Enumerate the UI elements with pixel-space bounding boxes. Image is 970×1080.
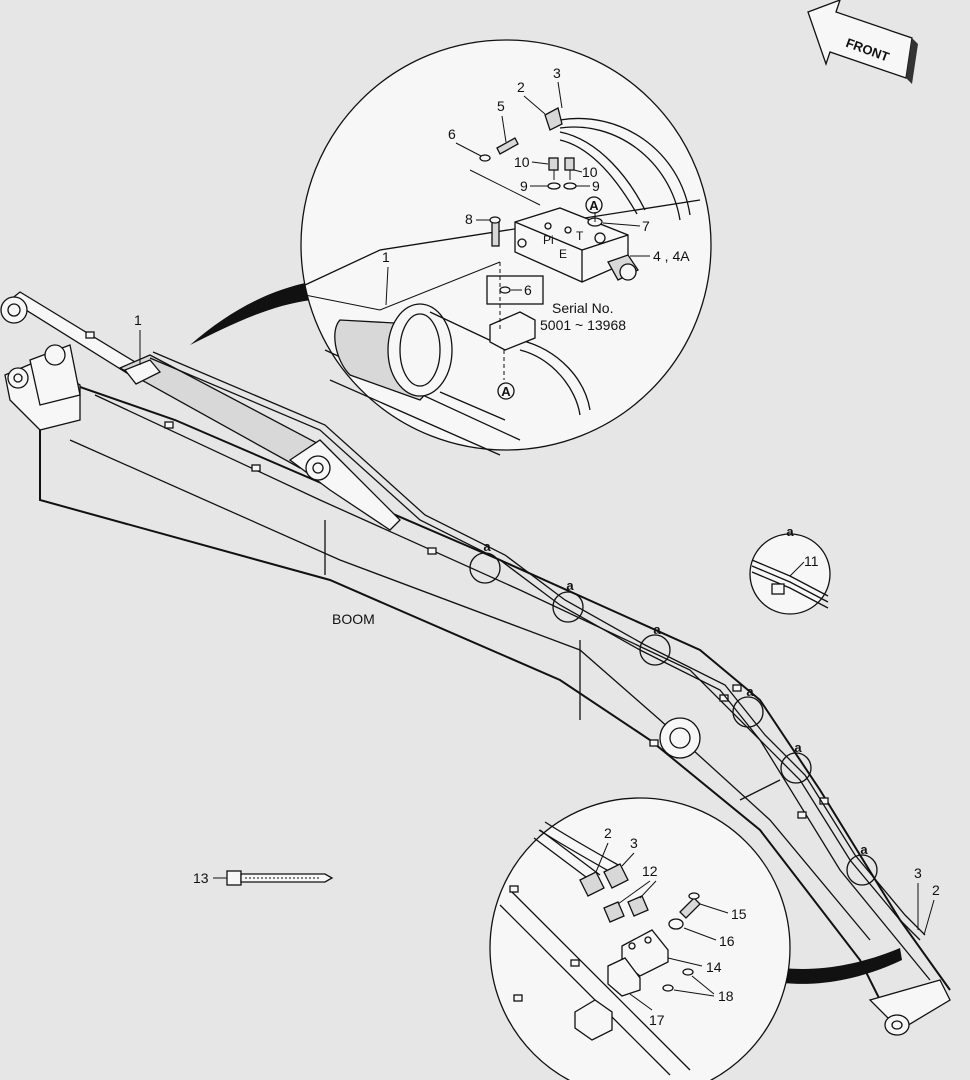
serial-line-1: Serial No. [552, 300, 613, 316]
detail-valve-circle: Pi T E A A 3 2 5 6 10 10 9 9 8 7 4 , 4A … [190, 39, 712, 456]
serial-line-2: 5001 ~ 13968 [540, 317, 626, 333]
clamp-a-label-4: a [746, 684, 754, 699]
part-11: 11 [804, 553, 819, 569]
clamp-a-label-5: a [794, 740, 802, 755]
part-10-right: 10 [582, 164, 598, 180]
clamp-a-label-6: a [860, 842, 868, 857]
part-17-bottom: 17 [649, 1012, 665, 1028]
part-14-bottom: 14 [706, 959, 722, 975]
part-3-bottom: 3 [630, 835, 638, 851]
clamp-locations: a a a a a a [469, 539, 878, 886]
part-1-boom: 1 [134, 312, 142, 328]
part-2-top: 2 [517, 79, 525, 95]
callout-a-bottom: A [501, 384, 511, 399]
clamp-a-label-1: a [483, 539, 491, 554]
part-4-top: 4 , 4A [653, 248, 690, 264]
front-arrow: FRONT [807, 0, 918, 84]
part-13-cable-tie: 13 [193, 870, 334, 886]
part-15-bottom: 15 [731, 906, 747, 922]
detail-bracket-circle: 2 3 12 15 16 14 18 17 [489, 797, 902, 1080]
part-10-left: 10 [514, 154, 530, 170]
part-3-top: 3 [553, 65, 561, 81]
part-3-lower: 3 [914, 865, 922, 881]
boom [0, 291, 951, 1036]
detail-clamp-circle: a 11 [749, 524, 831, 615]
part-18-bottom: 18 [718, 988, 734, 1004]
part-6-box: 6 [524, 282, 532, 298]
part-13-label: 13 [193, 870, 209, 886]
callout-a-top: A [589, 198, 599, 213]
part-2-bottom: 2 [604, 825, 612, 841]
part-7-top: 7 [642, 218, 650, 234]
part-5-top: 5 [497, 98, 505, 114]
part-16-bottom: 16 [719, 933, 735, 949]
port-label-e: E [559, 247, 567, 261]
clamp-a-label-2: a [566, 578, 574, 593]
port-label-pi: Pi [543, 233, 554, 247]
detail-a-label: a [786, 524, 794, 539]
part-8-top: 8 [465, 211, 473, 227]
clamp-a-label-3: a [653, 622, 661, 637]
part-9-left: 9 [520, 178, 528, 194]
part-12-bottom: 12 [642, 863, 658, 879]
part-2-lower: 2 [932, 882, 940, 898]
part-1-top: 1 [382, 249, 390, 265]
part-6-top: 6 [448, 126, 456, 142]
part-9-right: 9 [592, 178, 600, 194]
boom-label: BOOM [332, 611, 375, 627]
port-label-t: T [576, 229, 584, 243]
